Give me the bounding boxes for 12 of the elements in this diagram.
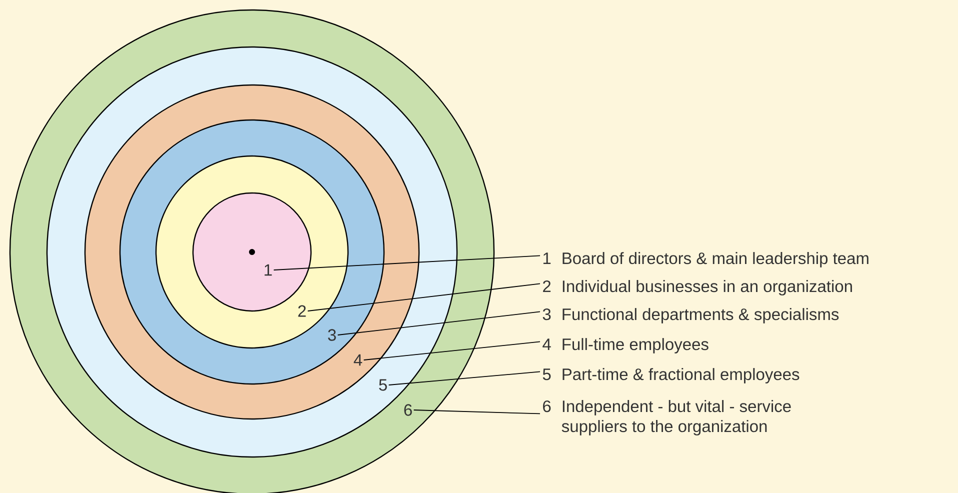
- leader-line: [388, 371, 540, 386]
- list-item: 5 Part-time & fractional employees: [542, 368, 800, 384]
- list-item: 1 Board of directors & main leadership team: [543, 252, 868, 268]
- leader-line: [273, 255, 540, 270]
- list-item: 3 Functional departments & specialisms: [542, 308, 839, 324]
- leader-line: [363, 341, 540, 360]
- list-item: 2 Individual businesses in an organization: [543, 280, 852, 296]
- list-item: 6 Independent - but vital - service suppliers to the organization: [543, 400, 791, 436]
- leader-line: [307, 283, 540, 312]
- leader-line: [337, 311, 540, 336]
- leader-line: [413, 410, 540, 414]
- list-item: 4 Full-time employees: [542, 338, 708, 354]
